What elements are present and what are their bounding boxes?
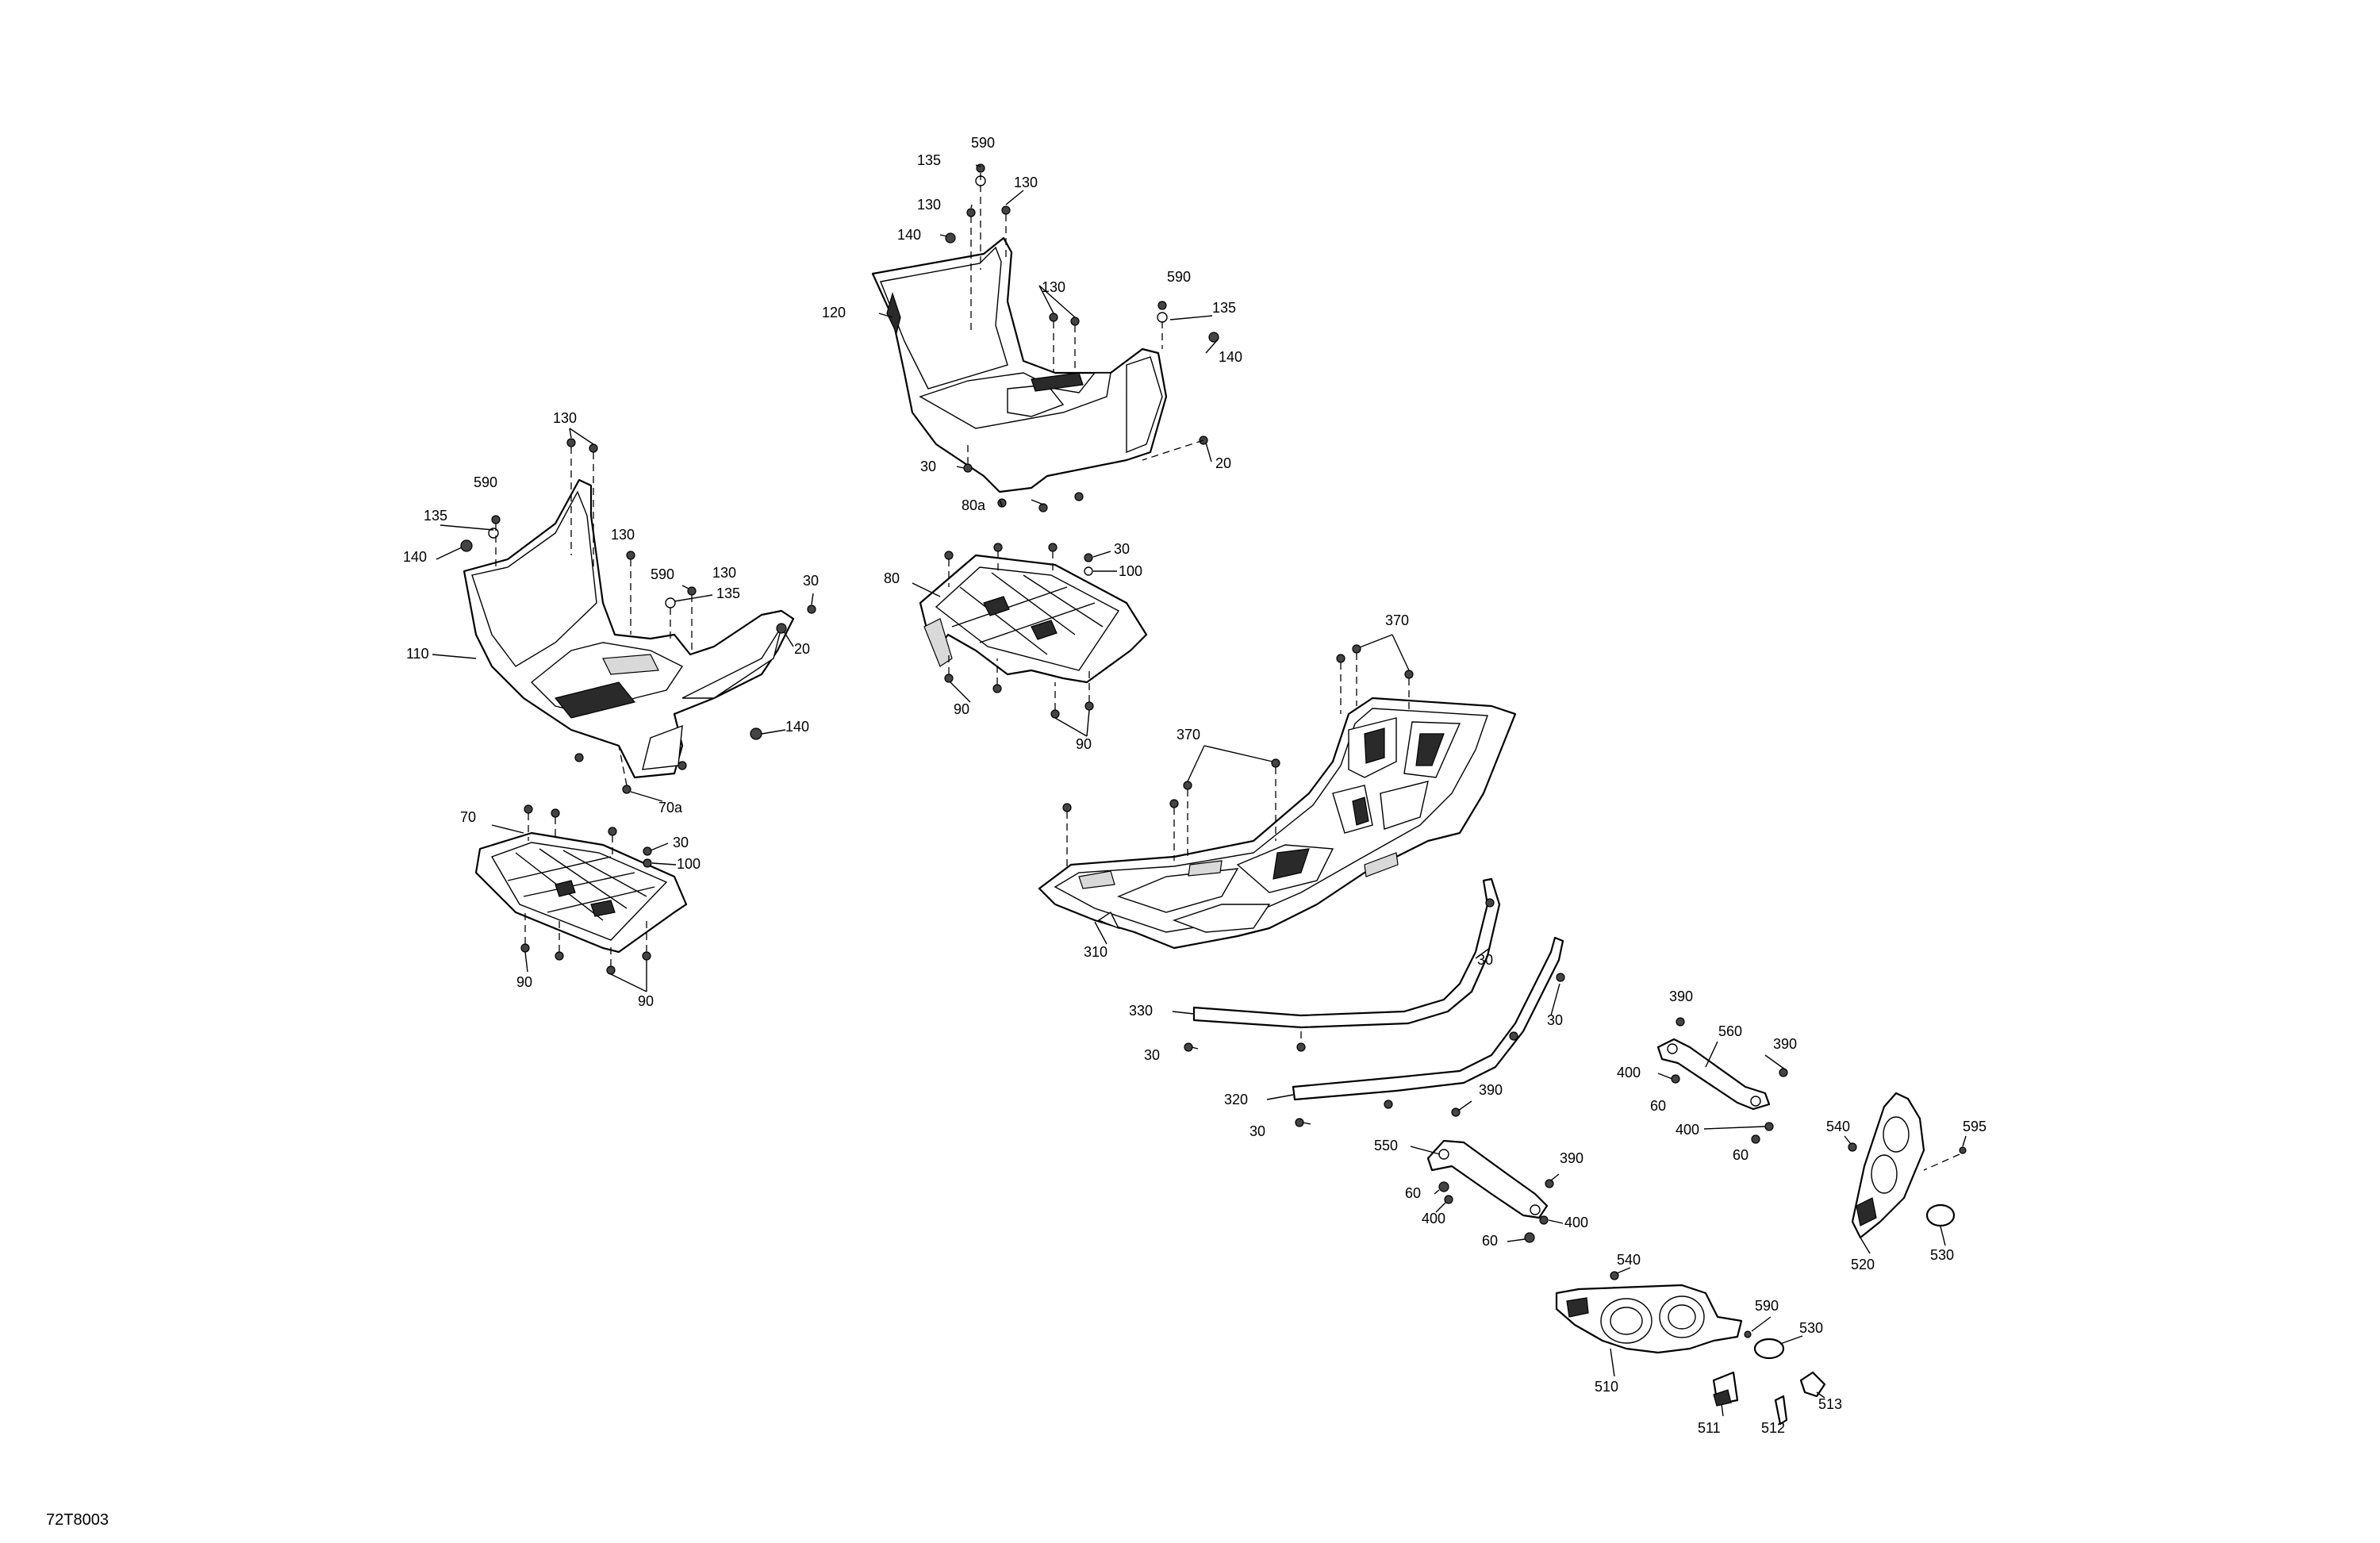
part-110-footwell-left xyxy=(463,478,795,779)
callout-560: 560 xyxy=(1718,1023,1742,1039)
part-80-footrest xyxy=(912,543,1148,737)
part-560-bracket xyxy=(1656,1017,1788,1144)
callout-135: 135 xyxy=(716,585,740,601)
part-330-rail xyxy=(1172,877,1501,1052)
part-320-rail xyxy=(1266,936,1565,1127)
callout-590: 590 xyxy=(971,135,995,151)
callout-30: 30 xyxy=(920,459,936,474)
callout-90: 90 xyxy=(516,974,532,990)
callout-590: 590 xyxy=(1755,1298,1779,1314)
part-120-rear-footwell-right xyxy=(871,236,1168,493)
callout-100: 100 xyxy=(1119,563,1142,579)
callout-140: 140 xyxy=(403,549,427,565)
callout-90: 90 xyxy=(1076,736,1092,752)
callout-590: 590 xyxy=(1167,269,1191,285)
callout-511: 511 xyxy=(1698,1420,1721,1436)
callout-30: 30 xyxy=(673,835,689,850)
callout-400: 400 xyxy=(1676,1122,1699,1138)
callout-60: 60 xyxy=(1650,1098,1666,1114)
callout-130: 130 xyxy=(1014,175,1038,190)
callout-140: 140 xyxy=(1219,349,1242,365)
callout-30: 30 xyxy=(1114,541,1130,557)
callout-130: 130 xyxy=(712,565,736,581)
callout-390: 390 xyxy=(1560,1150,1583,1166)
callout-400: 400 xyxy=(1422,1211,1445,1226)
callout-140: 140 xyxy=(785,719,809,735)
part-310-rear-rack xyxy=(1038,634,1517,950)
callout-550: 550 xyxy=(1374,1138,1398,1153)
callout-90: 90 xyxy=(954,701,969,717)
callout-595: 595 xyxy=(1963,1119,1987,1134)
callout-520: 520 xyxy=(1851,1257,1875,1272)
callout-130: 130 xyxy=(917,197,941,213)
callout-100: 100 xyxy=(677,856,701,872)
part-520-light-housing-right xyxy=(1844,1092,1967,1254)
callout-540: 540 xyxy=(1826,1119,1850,1134)
part-550-bracket xyxy=(1410,1100,1564,1243)
callout-130: 130 xyxy=(553,410,577,426)
callout-110: 110 xyxy=(406,646,429,662)
callout-80a: 80a xyxy=(962,497,986,513)
callout-135: 135 xyxy=(917,152,941,168)
callout-135: 135 xyxy=(424,508,447,524)
callout-135: 135 xyxy=(1212,300,1236,316)
callout-590: 590 xyxy=(474,474,497,490)
callout-510: 510 xyxy=(1595,1379,1618,1395)
callout-390: 390 xyxy=(1773,1036,1797,1052)
callout-130: 130 xyxy=(1042,279,1065,295)
callout-90: 90 xyxy=(638,993,654,1009)
callout-512: 512 xyxy=(1761,1420,1785,1436)
callout-20: 20 xyxy=(794,641,810,657)
callout-370: 370 xyxy=(1177,727,1200,743)
callout-370: 370 xyxy=(1385,612,1409,628)
callout-320: 320 xyxy=(1224,1092,1248,1107)
callout-120: 120 xyxy=(822,305,846,320)
callout-310: 310 xyxy=(1084,944,1107,960)
callout-590: 590 xyxy=(651,566,674,582)
callout-390: 390 xyxy=(1479,1082,1503,1098)
callout-330: 330 xyxy=(1129,1003,1153,1019)
callout-530: 530 xyxy=(1930,1247,1954,1263)
callout-60: 60 xyxy=(1733,1147,1749,1163)
callout-70: 70 xyxy=(460,809,476,825)
leader-lines-120 xyxy=(878,164,1219,507)
callout-30: 30 xyxy=(1250,1123,1265,1139)
callout-400: 400 xyxy=(1564,1215,1588,1230)
callout-540: 540 xyxy=(1617,1252,1641,1268)
callout-513: 513 xyxy=(1818,1396,1842,1412)
callout-labels: 590 135 130 130 140 120 130 590 135 140 … xyxy=(46,135,1987,1529)
callout-30: 30 xyxy=(803,573,819,589)
callout-30: 30 xyxy=(1144,1047,1160,1063)
part-70-footrest xyxy=(474,804,688,992)
callout-400: 400 xyxy=(1617,1065,1641,1080)
fasteners-120 xyxy=(945,163,1219,512)
part-510-light-housing-left xyxy=(1555,1267,1826,1426)
callout-30: 30 xyxy=(1477,952,1493,968)
callout-530: 530 xyxy=(1799,1320,1823,1336)
callout-60: 60 xyxy=(1405,1185,1421,1201)
callout-390: 390 xyxy=(1669,988,1693,1004)
fasteners-110 xyxy=(460,438,816,794)
callout-30: 30 xyxy=(1547,1012,1563,1028)
leader-lines-110 xyxy=(432,428,814,802)
callout-80: 80 xyxy=(884,570,900,586)
callout-60: 60 xyxy=(1482,1233,1498,1249)
callout-70a: 70a xyxy=(658,800,683,816)
callout-140: 140 xyxy=(897,227,921,243)
diagram-code: 72T8003 xyxy=(46,1511,109,1529)
callout-130: 130 xyxy=(611,527,635,543)
callout-20: 20 xyxy=(1215,455,1231,471)
